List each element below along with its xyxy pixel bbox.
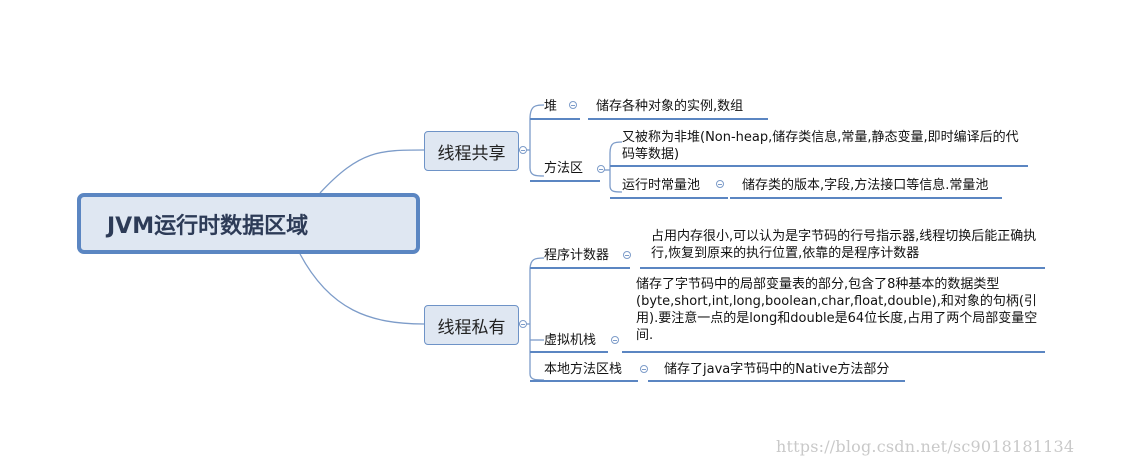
- collapse-icon[interactable]: [623, 251, 631, 259]
- connector-private-children: [529, 257, 545, 381]
- connector-root-private: [299, 253, 425, 325]
- collapse-icon[interactable]: [519, 146, 527, 154]
- collapse-icon[interactable]: [611, 336, 619, 344]
- root-label: JVM运行时数据区域: [107, 213, 309, 239]
- connector-method-children: [609, 141, 623, 193]
- root-node[interactable]: JVM运行时数据区域: [77, 193, 420, 254]
- watermark: https://blog.csdn.net/sc9018181134: [776, 437, 1075, 456]
- native-stack-description: 储存了java字节码中的Native方法部分: [664, 362, 890, 377]
- runtime-pool-description: 储存类的版本,字段,方法接口等信息.常量池: [742, 178, 989, 193]
- connector-shared-children: [529, 104, 545, 177]
- topic-runtime-constant-pool[interactable]: 运行时常量池: [622, 178, 701, 193]
- branch-thread-shared[interactable]: 线程共享: [424, 131, 519, 171]
- program-counter-description: 占用内存很小,可以认为是字节码的行号指示器,线程切换后能正确执行,恢复到原来的执…: [651, 229, 1037, 261]
- branch-thread-private-label: 线程私有: [437, 317, 506, 338]
- topic-vm-stack[interactable]: 虚拟机栈: [544, 333, 597, 348]
- heap-description: 储存各种对象的实例,数组: [596, 99, 744, 114]
- collapse-icon[interactable]: [716, 180, 724, 188]
- method-area-description: 又被称为非堆(Non-heap,储存类信息,常量,静态变量,即时编译后的代码等数…: [622, 130, 1019, 162]
- branch-thread-private[interactable]: 线程私有: [424, 305, 519, 345]
- vm-stack-description: 储存了字节码中的局部变量表的部分,包含了8种基本的数据类型(byte,short…: [636, 277, 1038, 343]
- topic-heap[interactable]: 堆: [544, 99, 558, 114]
- topic-method-area[interactable]: 方法区: [544, 161, 584, 176]
- connector-root-shared: [319, 149, 425, 194]
- topic-program-counter[interactable]: 程序计数器: [544, 248, 610, 263]
- collapse-icon[interactable]: [519, 320, 527, 328]
- branch-thread-shared-label: 线程共享: [437, 143, 506, 164]
- collapse-icon[interactable]: [640, 365, 648, 373]
- topic-native-method-stack[interactable]: 本地方法区栈: [544, 362, 623, 377]
- collapse-icon[interactable]: [569, 101, 577, 109]
- collapse-icon[interactable]: [597, 165, 605, 173]
